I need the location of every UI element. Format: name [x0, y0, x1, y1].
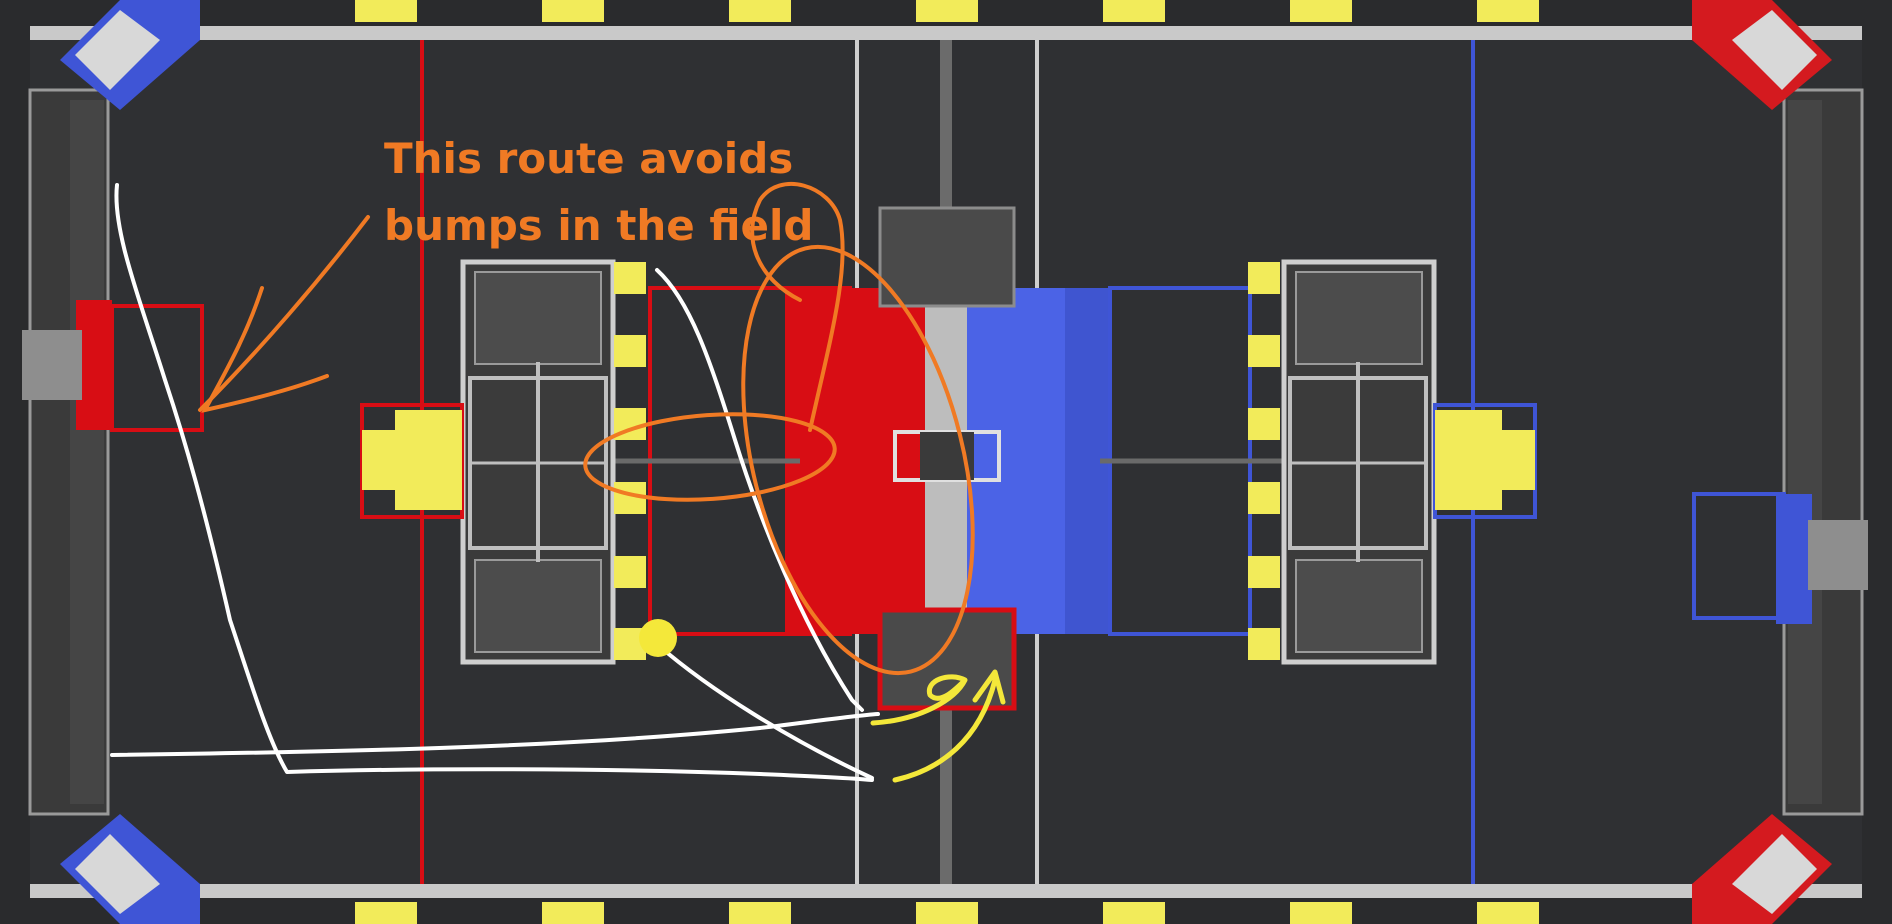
corner-station-bottom-right	[1692, 814, 1832, 924]
left-goal-structure	[460, 259, 616, 665]
corner-station-top-left	[60, 0, 200, 110]
bottom-yellow-markers	[355, 902, 1539, 924]
route-bottom	[110, 712, 880, 757]
yellow-hand-arrows	[870, 669, 1006, 783]
center-bridge-top	[878, 206, 1016, 308]
start-point-dot	[639, 619, 677, 657]
bottom-rail	[30, 884, 1862, 898]
robot-routes	[110, 183, 880, 782]
orange-ellipse-rod	[583, 412, 837, 502]
yellow-arrow-upper	[870, 674, 968, 726]
orange-arrow-head	[201, 286, 329, 413]
right-feeder-station	[1692, 492, 1868, 624]
route-from-dot	[656, 643, 874, 780]
left-feeder-station	[22, 300, 204, 432]
top-yellow-markers	[355, 0, 1539, 22]
corner-station-bottom-left	[60, 814, 200, 924]
right-goal-structure	[1281, 259, 1437, 665]
orange-annotations	[198, 182, 975, 676]
blue-zone-bevel	[1065, 288, 1110, 634]
red-platform	[785, 288, 925, 634]
annotation-line-1: This route avoids	[384, 134, 793, 183]
orange-ellipse-zone	[741, 244, 975, 676]
left-end-target	[360, 403, 464, 519]
route-top-diagonal	[655, 268, 864, 712]
orange-arrow-shaft	[198, 215, 370, 412]
left-wall-inner	[70, 100, 104, 804]
corner-station-top-right	[1692, 0, 1832, 110]
right-wall-inner	[1788, 100, 1822, 804]
top-rail	[30, 26, 1862, 40]
right-end-target	[1433, 403, 1537, 519]
orange-loop-top	[750, 182, 845, 432]
annotation-line-2: bumps in the field	[384, 201, 814, 250]
right-goal-yellow-pads	[1248, 262, 1280, 660]
yellow-arrow-lower	[892, 669, 1006, 783]
route-long-left	[114, 183, 874, 782]
